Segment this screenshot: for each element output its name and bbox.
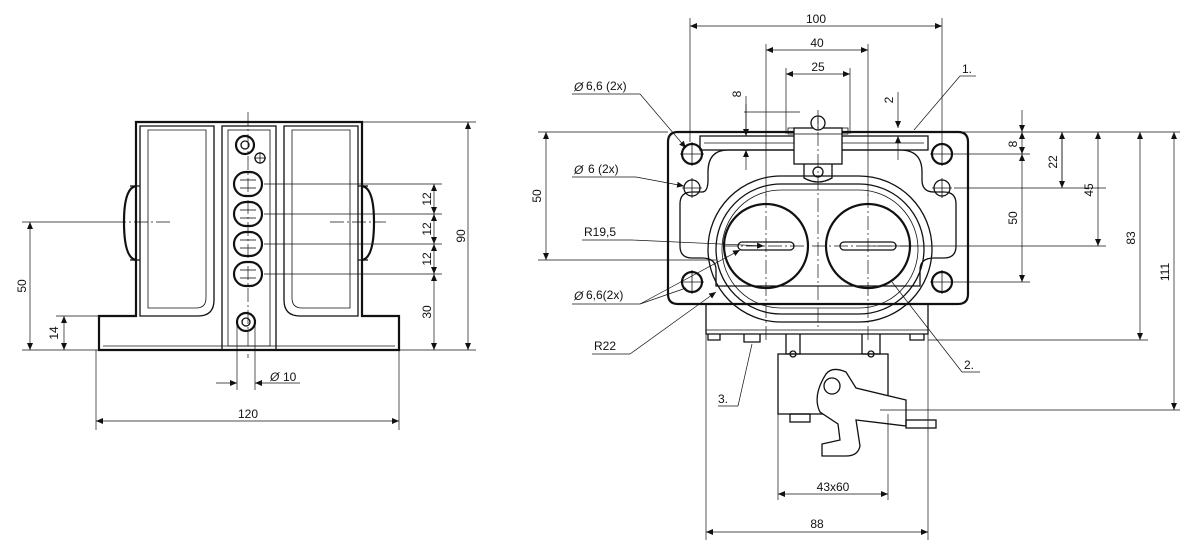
label-hole-a: 6,6 (2x) bbox=[586, 79, 627, 93]
dim-base-to-slot: 30 bbox=[420, 305, 434, 319]
dim-right-8: 8 bbox=[1006, 140, 1020, 147]
callout-2: 2. bbox=[964, 358, 974, 372]
dim-right-111: 111 bbox=[1158, 263, 1172, 282]
label-radius-a: R19,5 bbox=[584, 225, 616, 239]
dim-pitch-1: 12 bbox=[420, 192, 434, 206]
label-phi-b: Ø bbox=[573, 163, 584, 177]
window-frame-outer bbox=[707, 175, 933, 323]
dim-pitch-3: 12 bbox=[420, 252, 434, 266]
connector-lever bbox=[816, 368, 907, 457]
dim-width-100: 100 bbox=[806, 12, 826, 26]
dim-small-2: 2 bbox=[882, 96, 896, 103]
right-boss bbox=[361, 184, 376, 262]
dim-base-14: 14 bbox=[47, 326, 61, 340]
corner-holes bbox=[680, 142, 954, 294]
dim-hole-10: 10 bbox=[283, 370, 297, 384]
dim-spacing-25: 25 bbox=[811, 60, 825, 74]
left-housing bbox=[139, 125, 215, 317]
dim-width-120: 120 bbox=[238, 407, 258, 421]
dim-height-90: 90 bbox=[454, 229, 468, 243]
dim-right-83: 83 bbox=[1124, 231, 1138, 245]
dim-spacing-40: 40 bbox=[810, 36, 824, 50]
callout-3: 3. bbox=[718, 392, 728, 406]
dim-right-45: 45 bbox=[1082, 183, 1096, 197]
label-radius-b: R22 bbox=[594, 339, 616, 353]
dim-axis-50: 50 bbox=[15, 279, 29, 293]
left-boss bbox=[122, 184, 137, 262]
label-hole-b: 6 (2x) bbox=[588, 162, 619, 176]
base-plate bbox=[97, 120, 401, 352]
label-phi-c: Ø bbox=[573, 289, 584, 303]
mounting-plate bbox=[666, 130, 970, 306]
dim-hole-phi: Ø bbox=[269, 370, 280, 384]
side-view: 12 12 12 30 90 50 14 Ø 10 120 bbox=[15, 112, 476, 430]
label-phi-a: Ø bbox=[573, 80, 584, 94]
center-strip bbox=[221, 125, 277, 351]
callout-1: 1. bbox=[962, 62, 972, 76]
lower-housing bbox=[705, 304, 929, 335]
front-view: 100 40 25 8 2 1. 50 Ø 6,6 (2x) Ø 6 (2x) bbox=[530, 12, 1180, 540]
dim-bottom-88: 88 bbox=[810, 517, 824, 531]
dim-right-22: 22 bbox=[1046, 155, 1060, 169]
dim-connector: 43x60 bbox=[817, 480, 850, 494]
dim-pitch-2: 12 bbox=[420, 222, 434, 236]
dim-right-50: 50 bbox=[1006, 211, 1020, 225]
dim-small-8: 8 bbox=[730, 90, 744, 97]
right-housing bbox=[283, 125, 359, 317]
label-hole-c: 6,6(2x) bbox=[586, 288, 623, 302]
dim-height-50-left: 50 bbox=[530, 189, 544, 203]
